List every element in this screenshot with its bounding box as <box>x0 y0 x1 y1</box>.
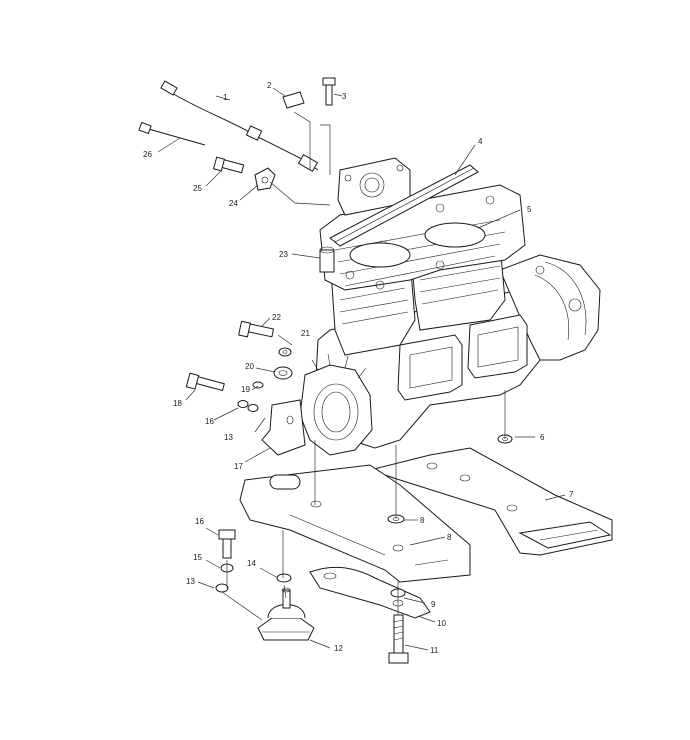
callout-13-lower: 13 <box>186 577 195 586</box>
mount-bracket <box>261 399 306 456</box>
callout-20: 20 <box>245 362 254 371</box>
leader-lines <box>157 87 566 651</box>
callout-25: 25 <box>193 184 202 193</box>
callout-15: 15 <box>193 553 202 562</box>
callout-4: 4 <box>478 137 483 146</box>
callout-14: 14 <box>247 559 256 568</box>
callout-16-upper: 16 <box>205 417 214 426</box>
front-engine-plate <box>239 464 471 583</box>
callout-5: 5 <box>527 205 532 214</box>
callout-6: 6 <box>540 433 545 442</box>
callout-12: 12 <box>334 644 343 653</box>
callout-8-lower: 8 <box>447 533 452 542</box>
callout-19: 19 <box>241 385 250 394</box>
small-parts <box>138 77 513 664</box>
callout-22: 22 <box>272 313 281 322</box>
engine-assembly <box>299 157 601 456</box>
engine-plate <box>368 447 613 556</box>
callout-18: 18 <box>173 399 182 408</box>
callout-1: 1 <box>223 93 228 102</box>
callout-23: 23 <box>279 250 288 259</box>
callout-9: 9 <box>431 600 436 609</box>
callout-2: 2 <box>267 81 272 90</box>
callout-11: 11 <box>430 646 439 655</box>
callout-10: 10 <box>437 619 446 628</box>
callout-labels: 1 2 3 4 5 6 7 8 8 9 10 11 12 13 13 14 15… <box>143 81 574 655</box>
callout-17: 17 <box>234 462 243 471</box>
callout-24: 24 <box>229 199 238 208</box>
callout-16-lower: 16 <box>195 517 204 526</box>
callout-21: 21 <box>301 329 310 338</box>
rubber-motor-mount <box>257 587 315 641</box>
callout-7: 7 <box>569 490 574 499</box>
alignment-lines <box>221 111 506 621</box>
callout-8-upper: 8 <box>420 516 425 525</box>
callout-13-upper: 13 <box>224 433 233 442</box>
callout-3: 3 <box>342 92 347 101</box>
callout-26: 26 <box>143 150 152 159</box>
